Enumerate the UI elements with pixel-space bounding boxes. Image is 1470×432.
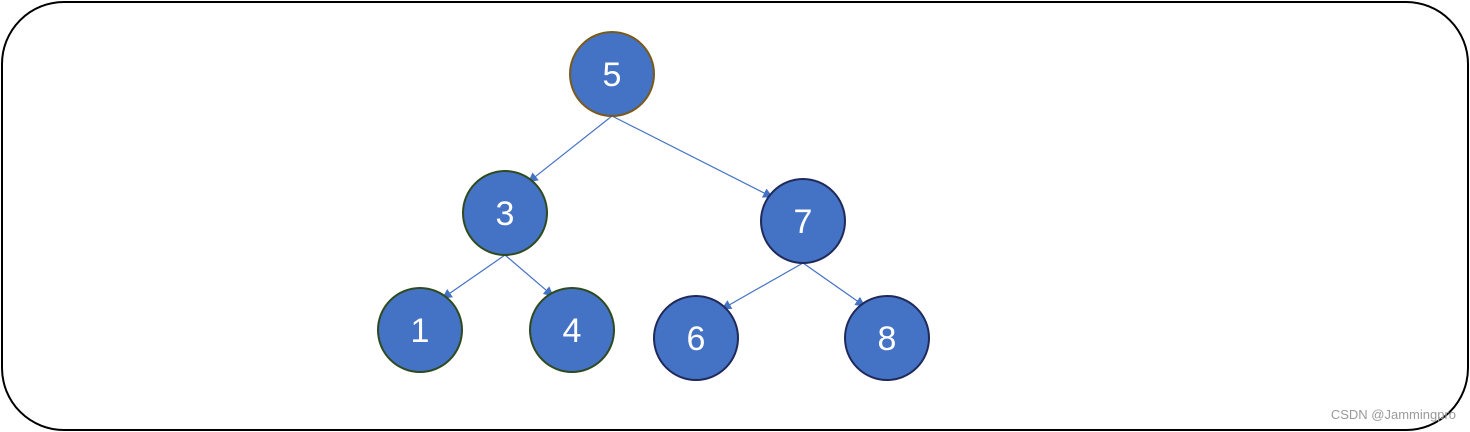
node-circle — [462, 170, 548, 256]
nodes-layer: 5 3 7 1 4 6 8 — [377, 31, 930, 381]
edge-n3-n4 — [504, 254, 554, 297]
tree-node-1: 1 — [377, 287, 463, 373]
node-label: 8 — [878, 320, 897, 358]
node-circle — [377, 287, 463, 373]
node-label: 3 — [496, 195, 515, 233]
node-circle — [844, 295, 930, 381]
node-label: 7 — [794, 203, 813, 241]
edge-n5-n7 — [611, 115, 774, 198]
watermark-text: CSDN @Jammingpro — [1330, 407, 1456, 422]
node-label: 4 — [563, 312, 582, 350]
node-circle — [653, 295, 739, 381]
node-circle — [760, 178, 846, 264]
tree-node-3: 3 — [462, 170, 548, 256]
tree-node-5: 5 — [569, 31, 655, 117]
edge-n3-n1 — [441, 254, 506, 299]
edge-n7-n8 — [802, 262, 866, 307]
edge-n5-n3 — [527, 115, 613, 183]
edges-layer — [441, 115, 866, 310]
node-label: 5 — [603, 56, 622, 94]
edge-n7-n6 — [721, 262, 804, 310]
node-label: 1 — [411, 312, 430, 350]
tree-node-4: 4 — [529, 287, 615, 373]
node-circle — [569, 31, 655, 117]
node-label: 6 — [687, 320, 706, 358]
tree-node-8: 8 — [844, 295, 930, 381]
tree-node-7: 7 — [760, 178, 846, 264]
node-circle — [529, 287, 615, 373]
tree-node-6: 6 — [653, 295, 739, 381]
